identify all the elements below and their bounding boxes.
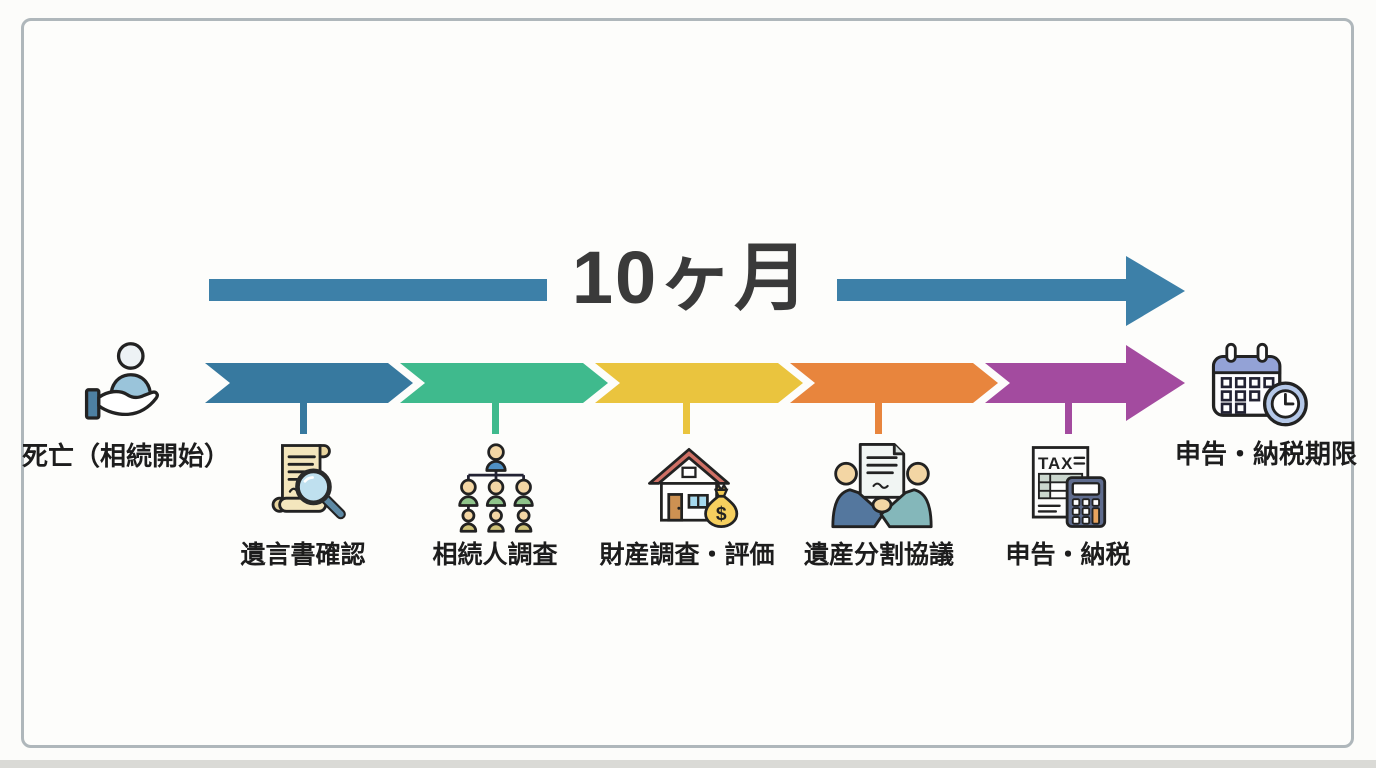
step-label-3: 財産調査・評価 — [599, 541, 775, 569]
tick-step-1 — [300, 403, 307, 434]
timeline-segment-1 — [205, 363, 413, 403]
tax-return-calculator-icon: TAX — [1022, 440, 1116, 534]
duration-label: 10ヶ月 — [571, 236, 811, 319]
handshake-agreement-icon — [830, 438, 934, 534]
tick-step-5 — [1065, 403, 1072, 434]
bottom-edge-strip — [0, 760, 1376, 768]
timeline-segment-4 — [790, 363, 998, 403]
svg-text:TAX: TAX — [1038, 454, 1073, 473]
step-label-5: 申告・納税 — [1005, 541, 1131, 569]
step-label-2: 相続人調査 — [432, 541, 558, 569]
will-document-magnifier-icon — [258, 436, 352, 534]
tick-step-3 — [683, 403, 690, 434]
step-label-1: 遺言書確認 — [240, 541, 366, 569]
tick-step-4 — [875, 403, 882, 434]
person-in-hand-icon — [80, 340, 174, 434]
start-label: 死亡（相続開始） — [21, 441, 230, 471]
timeline-segment-3 — [595, 363, 803, 403]
step-label-4: 遺産分割協議 — [803, 541, 954, 569]
duration-arrow-bar-right — [837, 279, 1126, 301]
tick-step-2 — [492, 403, 499, 434]
svg-text:$: $ — [716, 504, 727, 525]
timeline-segment-2 — [400, 363, 608, 403]
duration-arrow-bar-left — [209, 279, 547, 301]
house-money-bag-icon: $ — [634, 442, 744, 534]
family-tree-icon — [450, 442, 542, 534]
calendar-clock-icon — [1206, 336, 1310, 434]
end-label: 申告・納税期限 — [1174, 439, 1357, 469]
